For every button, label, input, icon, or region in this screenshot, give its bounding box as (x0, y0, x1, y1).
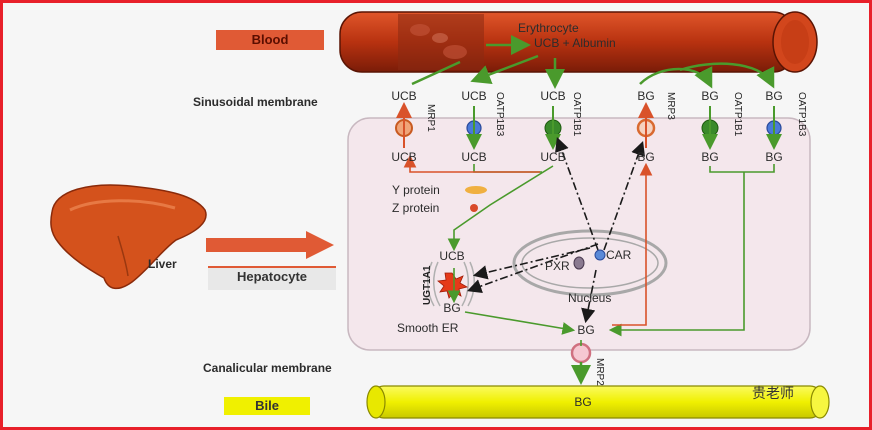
bile-label-box (224, 397, 310, 415)
transporter-oatp1b1-bg: OATP1B1 (732, 92, 743, 137)
er-input-ucb: UCB (439, 249, 464, 263)
inside-substrate-4: BG (637, 150, 654, 164)
transporter-oatp1b1-ucb: OATP1B1 (571, 92, 582, 137)
regulation-arrows (466, 136, 645, 324)
liver-label: Liver (148, 257, 177, 271)
nucleus (512, 229, 668, 297)
transporter-mrp1: MRP1 (425, 104, 436, 132)
liver-to-hepatocyte-arrow (206, 231, 334, 259)
hepatocyte-label: Hepatocyte (236, 269, 308, 284)
transporter-mrp3: MRP3 (665, 92, 676, 120)
car-label: CAR (606, 248, 632, 262)
hepatocyte-cell (347, 117, 811, 351)
inside-substrate-2: UCB (461, 150, 486, 164)
inside-substrate-1: UCB (391, 150, 416, 164)
bile-duct (366, 385, 830, 419)
bile-bg-label: BG (574, 395, 591, 409)
ugt1a1-label: UGT1A1 (422, 265, 433, 305)
hepatocyte-label-box (208, 266, 336, 290)
inside-substrate-3: UCB (540, 150, 565, 164)
top-substrate-2: UCB (461, 89, 486, 103)
blood-label-box (216, 30, 324, 50)
canalicular-substrate: BG (577, 323, 594, 337)
nucleus-label: Nucleus (568, 291, 611, 305)
smooth-er-label: Smooth ER (397, 321, 459, 335)
pxr-label: PXR (545, 259, 570, 273)
canalicular-membrane-label: Canalicular membrane (203, 361, 332, 375)
uptake-arrows (411, 35, 775, 89)
liver-illustration (50, 184, 207, 290)
pxr-receptor (573, 256, 585, 270)
transporter-oatp1b3-ucb: OATP1B3 (494, 92, 505, 137)
top-substrate-1: UCB (391, 89, 416, 103)
inside-substrate-6: BG (765, 150, 782, 164)
y-protein-label: Y protein (392, 183, 440, 197)
blood-label: Blood (251, 32, 289, 47)
transporter-oatp1b3-bg: OATP1B3 (796, 92, 807, 137)
erythrocyte-label: Erythrocyte (518, 21, 579, 35)
top-substrate-5: BG (701, 89, 718, 103)
inside-substrate-5: BG (701, 150, 718, 164)
car-receptor (594, 249, 606, 261)
z-protein-shape (470, 204, 478, 212)
smooth-er (427, 261, 475, 307)
er-output-bg: BG (443, 301, 460, 315)
membrane-arrows (396, 102, 782, 150)
top-substrate-3: UCB (540, 89, 565, 103)
ucb-albumin-label: UCB + Albumin (534, 36, 616, 50)
y-protein-shape (465, 186, 487, 194)
watermark-text: 贵老师 (752, 386, 794, 402)
top-substrate-6: BG (765, 89, 782, 103)
bile-label: Bile (255, 398, 279, 413)
transporter-mrp2: MRP2 (594, 358, 605, 386)
z-protein-label: Z protein (392, 201, 439, 215)
intracellular-pathways (403, 154, 775, 385)
sinusoidal-membrane-label: Sinusoidal membrane (193, 95, 318, 109)
blood-vessel (339, 11, 818, 73)
top-substrate-4: BG (637, 89, 654, 103)
